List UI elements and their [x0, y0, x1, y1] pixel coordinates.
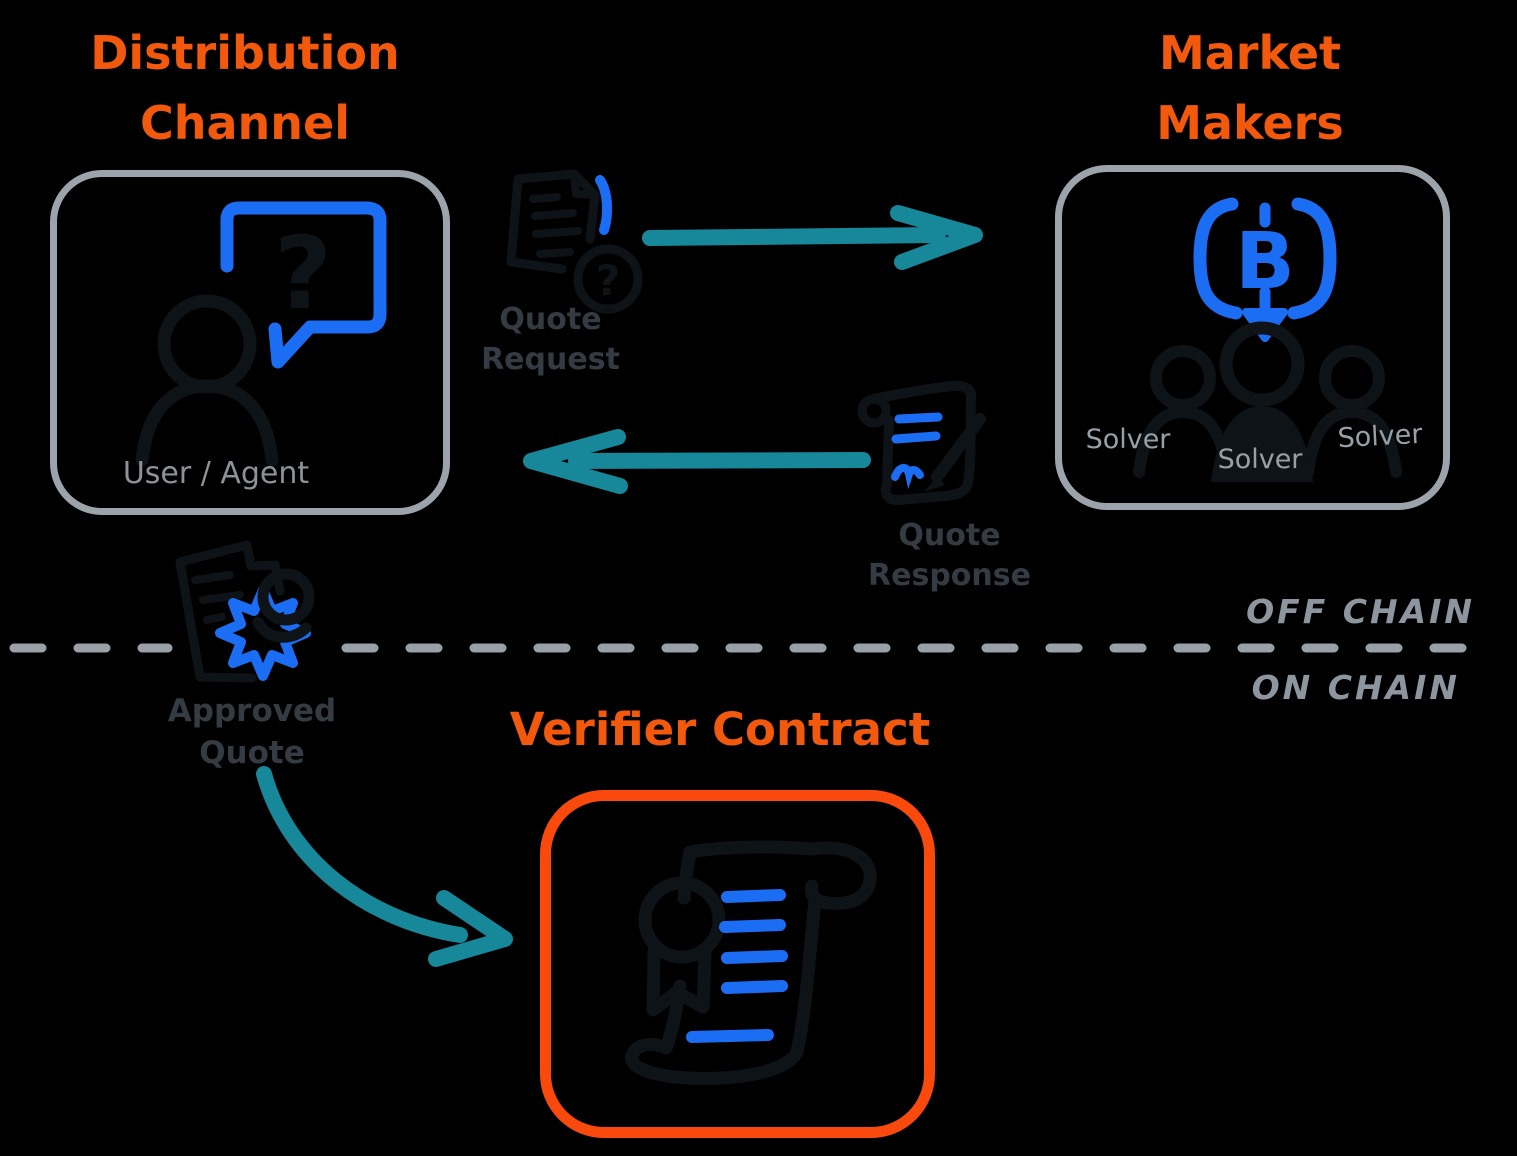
on-chain-label: ON CHAIN [1251, 668, 1460, 707]
distribution-channel-title: Distribution Channel [90, 26, 400, 150]
distribution-channel-box [50, 170, 450, 515]
quote-response-label: Quote Response [852, 516, 1047, 596]
solvers-group-icon [1133, 321, 1402, 482]
approved-quote-stamp-icon [175, 540, 315, 683]
solver-label-right: Solver [1336, 418, 1424, 455]
approved-quote-label: Approved Quote [162, 690, 342, 774]
quote-request-label: Quote Request [468, 300, 633, 380]
solver-label-middle: Solver [1217, 444, 1303, 475]
approved-quote-label-line1: Approved [167, 693, 337, 729]
market-makers-box [1055, 165, 1450, 510]
approved-quote-label-line2: Quote [199, 735, 305, 771]
quote-response-scroll-icon [857, 380, 986, 506]
user-chat-icon: ? [135, 201, 387, 467]
quote-response-arrow [523, 429, 871, 494]
quote-response-label-line1: Quote [898, 518, 1001, 553]
chain-divider-line [9, 643, 1489, 653]
off-chain-label: OFF CHAIN [1246, 592, 1475, 631]
verifier-contract-box [540, 790, 935, 1138]
solver-label-left: Solver [1085, 424, 1171, 455]
quote-request-label-line1: Quote [499, 302, 602, 337]
verifier-scroll-icon [625, 840, 877, 1085]
verifier-contract-title: Verifier Contract [509, 703, 931, 756]
quote-request-doc-icon: ? [506, 169, 643, 314]
quote-request-label-line2: Request [481, 342, 620, 377]
approved-quote-arrow [256, 766, 513, 967]
market-makers-title: Market Makers [1156, 26, 1344, 150]
request-question-glyph: ? [596, 256, 620, 305]
user-agent-label: User / Agent [122, 456, 310, 491]
quote-request-arrow [642, 205, 983, 270]
quote-response-label-line2: Response [868, 558, 1031, 593]
bitcoin-bubble-icon: B [1193, 197, 1337, 342]
question-mark-glyph: ? [274, 215, 332, 332]
